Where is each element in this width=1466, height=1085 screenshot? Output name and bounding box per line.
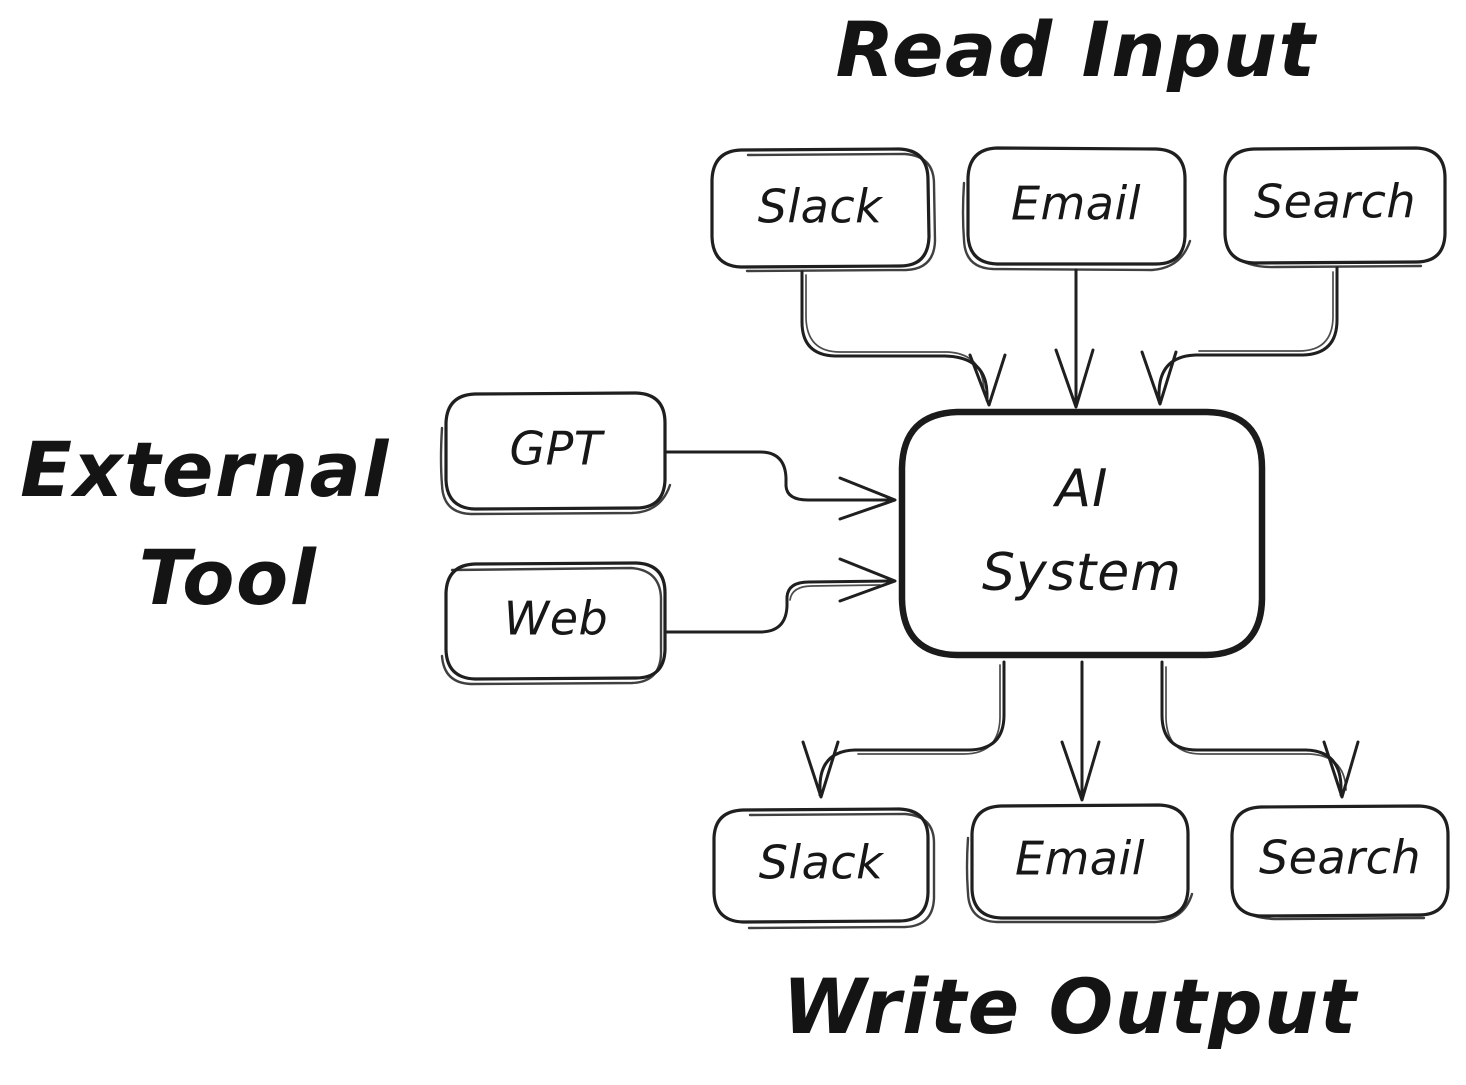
node-ai-system-label-line1: AI xyxy=(1053,459,1109,519)
node-input-email[interactable]: Email xyxy=(961,146,1192,272)
group-label-external-tool-line1: External xyxy=(20,425,390,514)
edge-input-slack-to-ai xyxy=(800,270,1007,407)
node-tool-gpt-label: GPT xyxy=(510,422,606,476)
edge-ai-to-output-slack xyxy=(801,660,1006,799)
edge-input-email-to-ai xyxy=(1054,268,1095,409)
node-ai-system[interactable]: AI System xyxy=(898,408,1266,659)
edge-input-search-to-ai xyxy=(1140,266,1339,406)
node-input-search[interactable]: Search xyxy=(1223,146,1447,269)
edge-tool-gpt-to-ai xyxy=(665,450,897,521)
edge-ai-to-output-email xyxy=(1060,660,1101,802)
node-output-email[interactable]: Email xyxy=(965,803,1194,924)
edge-ai-to-output-search xyxy=(1160,660,1360,799)
node-ai-system-label-line2: System xyxy=(982,543,1182,603)
node-output-email-label: Email xyxy=(1015,832,1145,886)
node-tool-web[interactable]: Web xyxy=(440,561,667,686)
group-label-write-output: Write Output xyxy=(782,962,1358,1051)
node-input-slack-label: Slack xyxy=(758,180,884,234)
group-label-read-input: Read Input xyxy=(836,5,1318,94)
group-label-external-tool-line2: Tool xyxy=(139,533,318,622)
node-tool-web-label: Web xyxy=(504,592,608,646)
edge-tool-web-to-ai xyxy=(665,557,897,634)
node-input-slack[interactable]: Slack xyxy=(710,147,937,273)
node-output-slack-label: Slack xyxy=(759,836,885,890)
node-output-search-label: Search xyxy=(1259,831,1421,885)
node-output-search[interactable]: Search xyxy=(1230,804,1450,921)
node-output-slack[interactable]: Slack xyxy=(712,807,936,930)
node-input-search-label: Search xyxy=(1254,175,1416,229)
node-input-email-label: Email xyxy=(1011,177,1141,231)
node-tool-gpt[interactable]: GPT xyxy=(439,391,672,516)
